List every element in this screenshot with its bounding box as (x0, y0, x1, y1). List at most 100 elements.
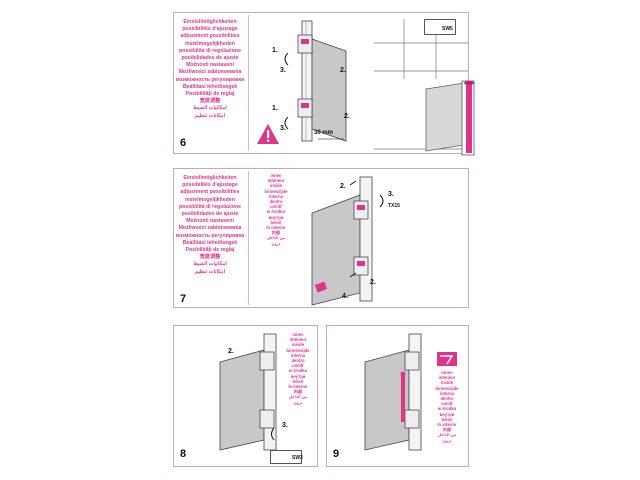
inside-line: внутри (439, 411, 455, 417)
step-number: 6 (180, 137, 187, 149)
inside-line: 内部 (271, 230, 281, 236)
lang-line: possibilités d'ajustage (182, 26, 238, 33)
door-step8-drawing (219, 333, 277, 451)
lang-line: instelmogelijkheden (185, 196, 235, 203)
inside-text-list: innen intérieur inside binnenzijde inter… (427, 370, 467, 443)
lang-line: Możliwości zabionowania (178, 69, 242, 76)
inside-line: من الداخل (288, 394, 308, 400)
dimension-label: 30 mm (314, 130, 334, 136)
lang-line: امكانيات الضبط (193, 105, 227, 112)
callout-2: 2. (344, 113, 350, 120)
lang-line: 宽度调整 (199, 98, 221, 105)
warning-icon (257, 124, 279, 144)
inside-line: belső (441, 416, 453, 422)
inside-line: dentro (440, 396, 454, 402)
inside-line: درون (293, 399, 303, 405)
inside-line: درون (442, 437, 452, 443)
inside-line: interna (269, 193, 283, 199)
callout-2: 2. (340, 183, 346, 190)
inside-line: dentro (269, 199, 283, 205)
inside-line: intérieur (438, 375, 456, 381)
lang-line: امكانات تنظيم (194, 112, 226, 119)
lang-line: possibilità di regolazione (179, 47, 241, 54)
inside-line: în interior (288, 384, 308, 390)
callout-3: 3. (280, 67, 286, 74)
inside-line: inside (291, 342, 305, 348)
callout-2: 2. (370, 279, 376, 286)
door-adjust-drawing (311, 176, 384, 306)
inside-line: belső (270, 219, 282, 225)
lang-line: Posibilități de reglaj (185, 247, 235, 254)
inside-line: innen (441, 370, 453, 375)
adjustment-text-list: Einstellmöglichkeiten possibilités d'aju… (174, 175, 246, 276)
lang-line: instelmogelijkheden (185, 40, 235, 47)
lang-line: Einstellmöglichkeiten (183, 175, 237, 181)
lang-line: Možnosti nastavení (186, 62, 234, 69)
text-divider (248, 171, 249, 305)
lang-line: امكانيات الضبط (193, 261, 227, 268)
inside-line: من الداخل (437, 432, 457, 438)
callout-1: 1. (272, 47, 278, 54)
lang-line: امكانات تنظيم (194, 268, 226, 275)
lang-line: Beállítási lehetőségek (182, 239, 238, 246)
lang-line: возможность регулировки (175, 76, 245, 83)
callout-3: 3. (282, 422, 288, 429)
lang-line: adjustment possibilities (180, 33, 240, 40)
lang-line: 宽度调整 (199, 254, 221, 261)
lang-line: adjustment possibilities (180, 189, 240, 196)
lang-line: possibilità di regolazione (179, 203, 241, 210)
step-number: 9 (333, 448, 340, 460)
inside-line: inside (269, 183, 283, 189)
inside-line: intérieur (289, 337, 307, 343)
inside-line: 内部 (293, 389, 303, 395)
door-step9-drawing (364, 333, 422, 451)
inside-line: uvnitř (270, 204, 282, 210)
badge-box (424, 19, 456, 35)
callout-2: 2. (340, 67, 346, 74)
inside-text-list: innen intérieur inside binnenzijde inter… (280, 332, 316, 405)
inside-line: внутри (268, 214, 284, 220)
panel-step-6: Einstellmöglichkeiten possibilités d'aju… (173, 12, 475, 156)
lang-line: возможность регулировки (175, 232, 245, 239)
inside-line: w środku (437, 406, 457, 412)
inside-line: внутри (290, 373, 306, 379)
inside-line: درون (271, 240, 281, 246)
lang-line: posibilidades de ajuste (181, 55, 239, 62)
step-number: 8 (180, 448, 187, 460)
grid-frame-drawing (374, 19, 475, 156)
inside-line: w środku (288, 368, 308, 374)
badge-label: SW3 (292, 455, 303, 461)
inside-line: innen (270, 173, 282, 178)
adjustment-text-list: Einstellmöglichkeiten possibilités d'aju… (174, 19, 246, 120)
lang-line: posibilidades de ajuste (181, 211, 239, 218)
callout-3: 3. (388, 191, 394, 198)
inside-line: în interior (266, 225, 286, 231)
inside-line: intérieur (267, 178, 285, 184)
door-hinge-drawing (284, 20, 347, 142)
tool-label: TX15 (388, 203, 400, 209)
callout-3: 3. (280, 125, 286, 132)
inside-line: uvnitř (292, 363, 304, 369)
panel-step-9: 9 innen intérieur inside binnenzijde int… (326, 325, 469, 467)
inside-line: belső (292, 378, 304, 384)
inside-line: în interior (437, 422, 457, 428)
callout-2: 2. (228, 348, 234, 355)
inside-line: interna (440, 390, 454, 396)
inside-line: binnenzijde (435, 385, 459, 391)
badge-label: SW5 (442, 26, 453, 32)
lang-line: Einstellmöglichkeiten (183, 19, 237, 25)
inside-line: binnenzijde (264, 188, 288, 194)
inside-line: inside (440, 380, 454, 386)
inside-line: من الداخل (266, 235, 286, 241)
step-number: 7 (180, 293, 187, 305)
panel-step-7: Einstellmöglichkeiten possibilités d'aju… (173, 168, 469, 308)
callout-1: 1. (272, 105, 278, 112)
lang-line: Beállítási lehetőségek (182, 83, 238, 90)
inside-line: interna (291, 352, 305, 358)
inside-line: w środku (266, 209, 286, 215)
inside-line: 内部 (442, 427, 452, 433)
lang-line: Možnosti nastavení (186, 218, 234, 225)
inside-line: binnenzijde (286, 347, 310, 353)
inside-line: dentro (291, 358, 305, 364)
badge-box (270, 450, 302, 464)
